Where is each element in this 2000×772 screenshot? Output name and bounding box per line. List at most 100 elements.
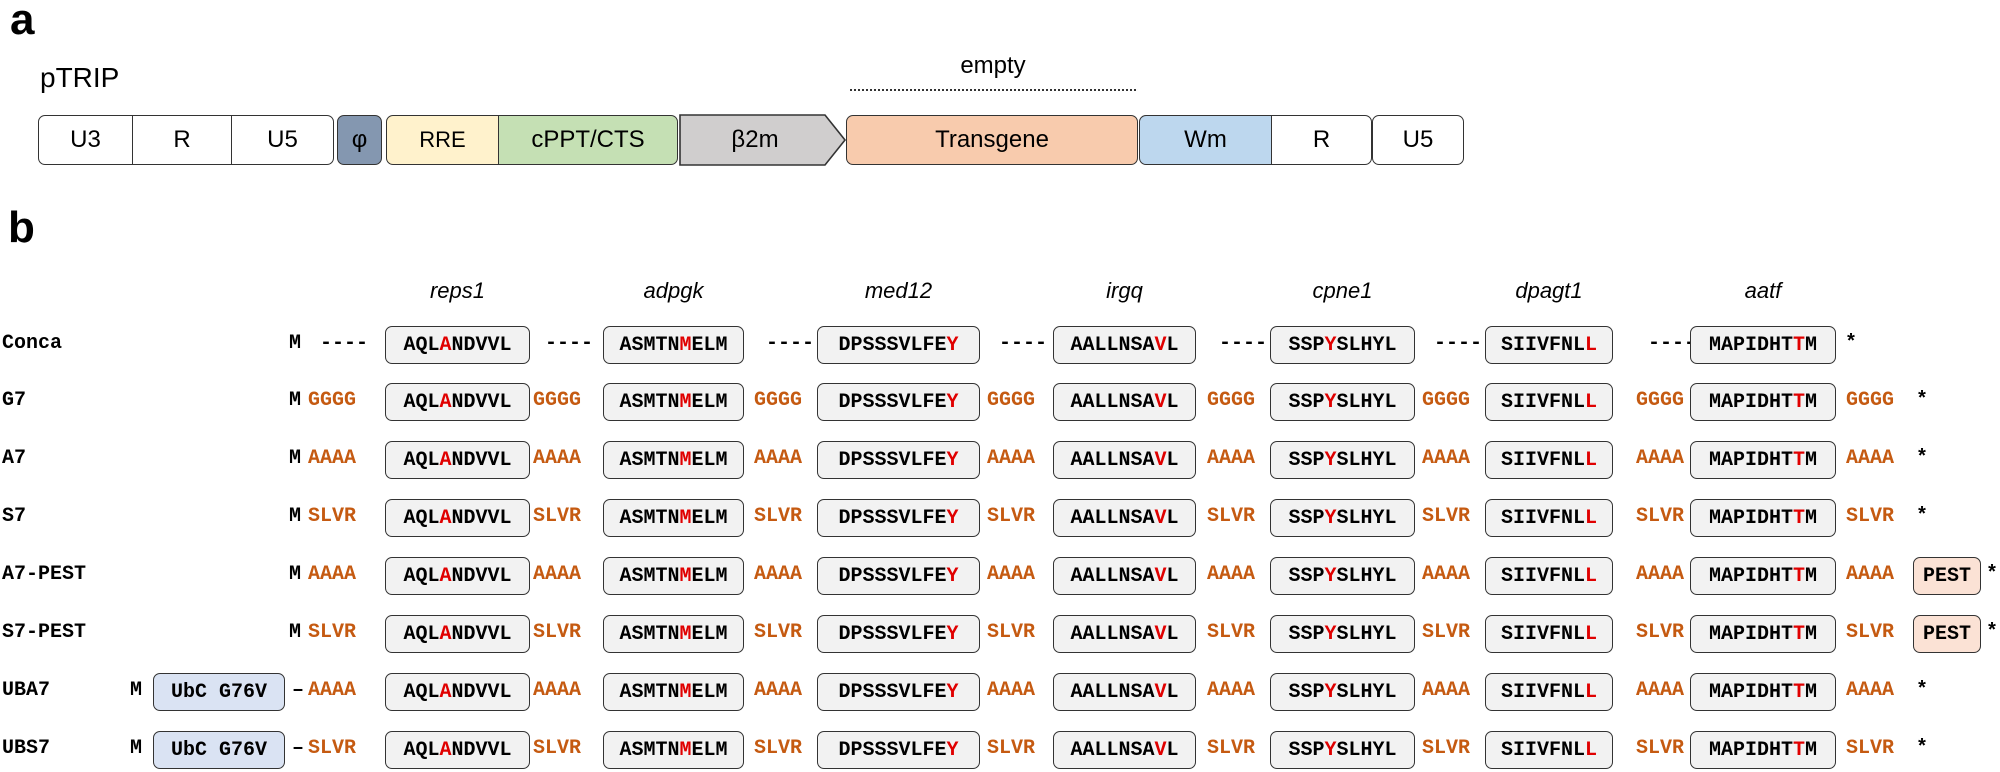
- epitope-seq: ASMTN: [619, 506, 680, 530]
- linker: SLVR: [1207, 621, 1256, 644]
- epitope-seq: SSP: [1288, 680, 1325, 704]
- epitope-seq: SIIVFNL: [1500, 333, 1585, 357]
- mutated-residue: V: [1154, 738, 1167, 762]
- epitope-seq: AALLNSA: [1070, 738, 1155, 762]
- mutated-residue: Y: [946, 506, 959, 530]
- epitope-seq: SSP: [1288, 506, 1325, 530]
- segment-beta2m-label: β2m: [731, 126, 779, 153]
- epitope-seq: ASMTN: [619, 333, 680, 357]
- epitope-seq: ELM: [691, 680, 728, 704]
- linker: AAAA: [987, 447, 1036, 470]
- stop-codon: *: [1916, 737, 1929, 760]
- row-name: UBA7: [2, 679, 51, 702]
- linker: AAAA: [1636, 679, 1685, 702]
- epitope-seq: NDVVL: [451, 506, 512, 530]
- gene-label-adpgk: adpgk: [643, 278, 704, 303]
- ubc-g76v-tag: UbC G76V: [153, 673, 285, 711]
- linker: AAAA: [1846, 447, 1895, 470]
- mutated-residue: T: [1792, 506, 1805, 530]
- segment-u5-3prime: U5: [1372, 115, 1464, 165]
- epitope-seq: MAPIDHT: [1708, 564, 1793, 588]
- linker: AAAA: [754, 447, 803, 470]
- epitope-seq: SSP: [1288, 564, 1325, 588]
- mutated-residue: T: [1792, 680, 1805, 704]
- mutated-residue: Y: [1324, 680, 1337, 704]
- mutated-residue: L: [1585, 738, 1598, 762]
- linker: GGGG: [308, 389, 357, 412]
- construct-name: pTRIP: [40, 62, 120, 93]
- epitope-seq: M: [1805, 622, 1818, 646]
- start-codon: M: [130, 737, 143, 760]
- linker: AAAA: [1422, 447, 1471, 470]
- segment-wm: Wm: [1139, 115, 1272, 165]
- mutated-residue: Y: [1324, 390, 1337, 414]
- epitope-seq: NDVVL: [451, 448, 512, 472]
- epitope-seq: DPSSSVLFE: [838, 390, 947, 414]
- epitope-seq: SSP: [1288, 333, 1325, 357]
- linker: SLVR: [308, 505, 357, 528]
- gene-label-cpne1: cpne1: [1312, 278, 1373, 303]
- epitope-seq: L: [1166, 333, 1179, 357]
- epitope-seq: M: [1805, 738, 1818, 762]
- mutated-residue: A: [439, 622, 452, 646]
- start-codon: M: [130, 679, 143, 702]
- epitope-seq: SIIVFNL: [1500, 680, 1585, 704]
- mutated-residue: Y: [1324, 738, 1337, 762]
- epitope-seq: DPSSSVLFE: [838, 622, 947, 646]
- linker: GGGG: [987, 389, 1036, 412]
- linker: AAAA: [1846, 679, 1895, 702]
- epitope-seq: ELM: [691, 390, 728, 414]
- epitope-seq: SLHYL: [1336, 738, 1397, 762]
- epitope-seq: SSP: [1288, 622, 1325, 646]
- mutated-residue: M: [679, 506, 692, 530]
- epitope-seq: ELM: [691, 506, 728, 530]
- epitope-seq: ASMTN: [619, 448, 680, 472]
- linker: ----: [545, 332, 594, 355]
- mutated-residue: L: [1585, 448, 1598, 472]
- segment-rre: RRE: [386, 115, 499, 165]
- mutated-residue: T: [1792, 738, 1805, 762]
- mutated-residue: A: [439, 738, 452, 762]
- linker: AAAA: [1636, 563, 1685, 586]
- linker: SLVR: [1846, 737, 1895, 760]
- linker: GGGG: [754, 389, 803, 412]
- linker: SLVR: [1207, 505, 1256, 528]
- linker: SLVR: [754, 737, 803, 760]
- epitope-seq: ASMTN: [619, 622, 680, 646]
- linker: ----: [320, 332, 369, 355]
- mutated-residue: Y: [946, 390, 959, 414]
- mutated-residue: L: [1585, 564, 1598, 588]
- epitope-seq: SIIVFNL: [1500, 390, 1585, 414]
- epitope-seq: SLHYL: [1336, 390, 1397, 414]
- epitope-seq: ELM: [691, 448, 728, 472]
- epitope-seq: ASMTN: [619, 390, 680, 414]
- segment-psi: φ: [337, 115, 382, 165]
- mutated-residue: V: [1154, 622, 1167, 646]
- epitope-seq: NDVVL: [451, 333, 512, 357]
- mutated-residue: M: [679, 680, 692, 704]
- linker: SLVR: [987, 621, 1036, 644]
- epitope-seq: ASMTN: [619, 680, 680, 704]
- epitope-seq: L: [1166, 564, 1179, 588]
- linker: AAAA: [1207, 447, 1256, 470]
- epitope-seq: NDVVL: [451, 564, 512, 588]
- mutated-residue: M: [679, 448, 692, 472]
- mutated-residue: A: [439, 448, 452, 472]
- mutated-residue: V: [1154, 680, 1167, 704]
- linker: ----: [1434, 332, 1483, 355]
- mutated-residue: Y: [946, 333, 959, 357]
- linker: SLVR: [1422, 621, 1471, 644]
